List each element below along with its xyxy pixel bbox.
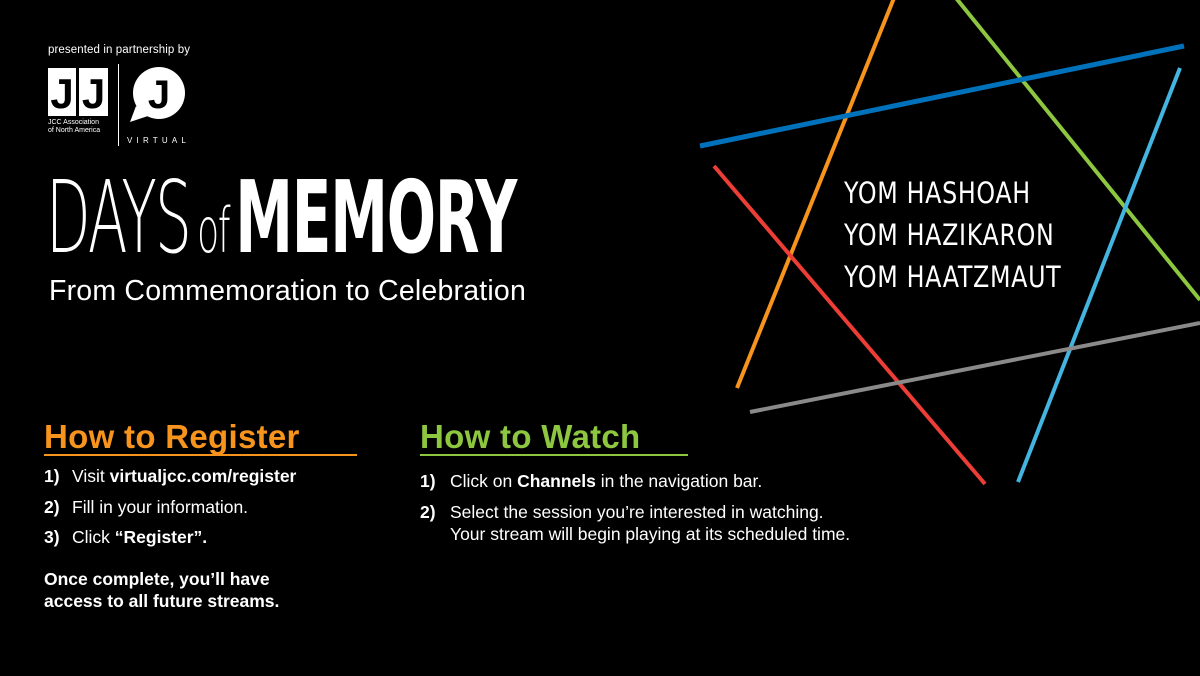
step-text-end: in the navigation bar. [595, 471, 763, 491]
note-line-1: Once complete, you’ll have [44, 569, 270, 589]
step-text: Click [72, 527, 115, 547]
holiday-2: YOM HAZIKARON [844, 218, 1055, 252]
holiday-3: YOM HAATZMAUT [844, 260, 1062, 294]
step-number: 2) [44, 497, 60, 517]
jcca-caption-line1: JCC Association [48, 119, 99, 126]
step-number: 3) [44, 527, 60, 547]
jcca-logo-letter-1: J [50, 70, 73, 116]
register-step-3: 3) Click “Register”. [44, 527, 207, 548]
star-line-blue [699, 43, 1185, 149]
watch-step-1: 1) Click on Channels in the navigation b… [420, 470, 860, 492]
title-memory: MEMORY [235, 159, 517, 276]
title-of: of [197, 194, 230, 267]
step-number: 1) [420, 471, 436, 491]
watch-heading-underline [420, 454, 688, 456]
note-line-2: access to all future streams. [44, 591, 280, 611]
register-step-2: 2) Fill in your information. [44, 497, 248, 518]
holiday-1: YOM HASHOAH [844, 176, 1031, 210]
step-bold-text: Channels [517, 471, 596, 491]
step-text: Visit [72, 466, 110, 486]
watch-heading: How to Watch [420, 418, 641, 455]
step-text: Select the session you’re interested in … [450, 502, 851, 544]
step-text-wrap: Click on Channels in the navigation bar. [420, 470, 860, 492]
subtitle: From Commemoration to Celebration [49, 275, 527, 307]
virtual-logo-caption: VIRTUAL [127, 136, 191, 145]
register-step-1: 1) Visit virtualjcc.com/register [44, 466, 296, 487]
step-bold-text: “Register”. [114, 527, 208, 547]
partner-caption: presented in partnership by [48, 44, 191, 56]
step-text: Fill in your information. [72, 497, 249, 517]
register-heading-underline [44, 454, 357, 456]
virtual-logo-letter: J [148, 73, 170, 117]
step-text: Click on [450, 471, 518, 491]
step-number: 2) [420, 502, 436, 522]
register-note: Once complete, you’ll have access to all… [44, 568, 279, 612]
virtual-jcc-logo: J [128, 66, 186, 124]
star-line-light-blue [1016, 67, 1182, 483]
jcca-caption-line2: of North America [48, 127, 101, 134]
watch-step-2: 2) Select the session you’re interested … [420, 501, 860, 545]
logo-divider [118, 64, 119, 146]
jcca-logo-caption: JCC Association of North America [48, 119, 100, 135]
title-days: DAYS [46, 159, 192, 276]
jcca-logo-letter-2: J [82, 70, 105, 116]
star-line-green [955, 0, 1200, 302]
step-number: 1) [44, 466, 60, 486]
star-line-red [712, 164, 987, 486]
jcca-logo: J J [48, 68, 108, 117]
register-heading: How to Register [44, 418, 300, 455]
register-url-link[interactable]: virtualjcc.com/register [109, 466, 297, 486]
star-line-orange [735, 0, 896, 389]
star-line-gray [749, 321, 1200, 414]
